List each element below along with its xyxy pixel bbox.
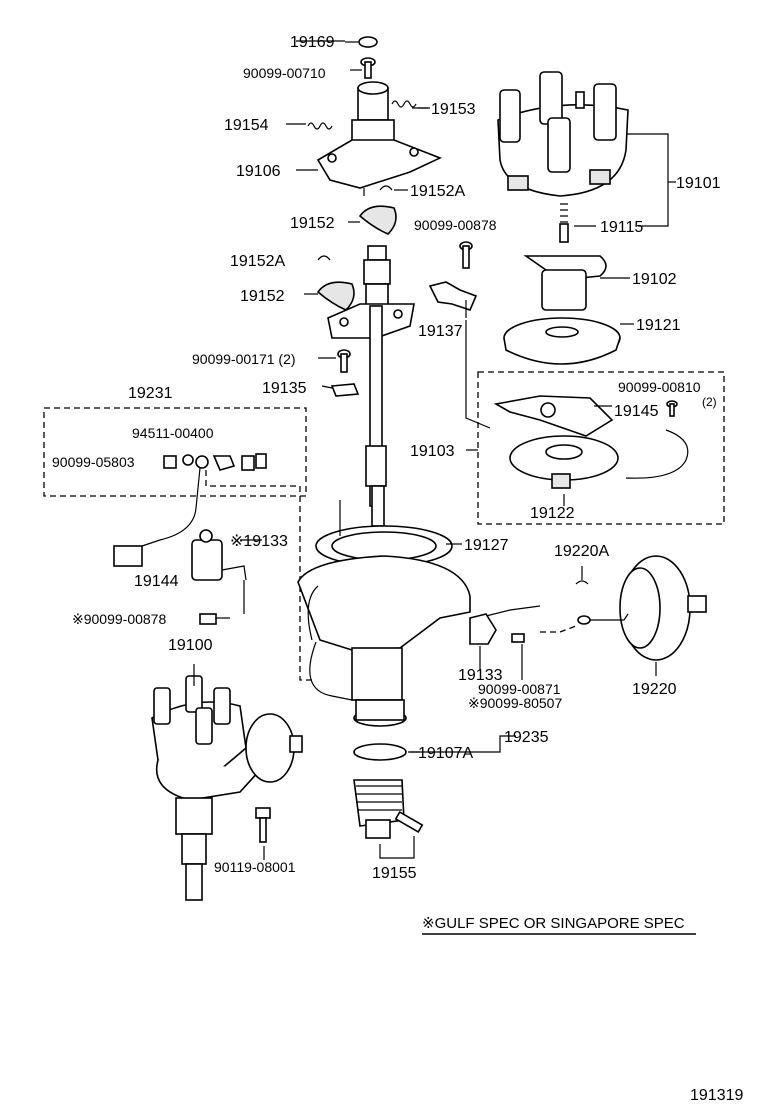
label-9011908001: 90119-08001 [214,859,296,875]
dust-cover-19121 [503,317,621,365]
label-9009900810: 90099-00810 [618,379,701,395]
label-19152a-mid: 19152A [230,253,285,270]
spec-note: ※GULF SPEC OR SINGAPORE SPEC [422,915,685,932]
weight-19152-top [358,205,397,235]
breaker-plate-19145 [493,395,614,437]
label-19137: 19137 [418,323,463,340]
governor-shaft-main [327,245,415,527]
label-19102: 19102 [632,271,677,288]
plate-19135 [330,383,360,397]
label-9009900871: 90099-00871 [478,681,561,697]
o-ring-19107a [353,743,407,761]
clip-19152a-mid [317,255,331,261]
distributor-assembly-19100 [151,675,303,901]
screw-9009900878-left [199,613,217,625]
screw-9009900810 [666,400,678,417]
washer-9451100400 [182,454,194,466]
weight-19152-mid [316,281,355,311]
label-19135: 19135 [262,380,307,397]
screw-9009900171 [337,349,351,373]
label-9009900810-qty: (2) [702,395,717,409]
rotor-19102 [523,255,607,311]
gear-19155 [353,779,424,839]
label-9009900878-left: ※90099-00878 [72,611,166,627]
label-19145: 19145 [614,403,659,420]
label-19127: 19127 [464,537,509,554]
label-19106: 19106 [236,163,281,180]
spring-19153 [391,100,417,108]
figure-number: 191319 [690,1087,743,1104]
label-9009980507: ※90099-80507 [468,695,562,711]
vacuum-advancer-19220 [577,555,707,661]
clamp-19137 [428,281,478,311]
terminal-set [195,453,267,471]
label-19144: 19144 [134,573,179,590]
clip-19152a-top [379,185,393,191]
condenser-19144 [113,467,247,581]
label-19235: 19235 [504,729,549,746]
label-19122: 19122 [530,505,575,522]
label-19220a: 19220A [554,543,609,560]
label-19133-left: ※19133 [230,533,288,550]
label-19103: 19103 [410,443,455,460]
label-9009900878: 90099-00878 [414,217,497,233]
clip-19220a [575,580,589,585]
plate-19122 [509,435,619,489]
label-19154: 19154 [224,117,269,134]
label-9009905803: 90099-05803 [52,454,135,470]
sensor-19133 [469,613,497,645]
label-19107a: 19107A [418,745,473,762]
label-19121: 19121 [636,317,681,334]
label-19100: 19100 [168,637,213,654]
spring-19154 [307,122,333,130]
label-19153: 19153 [431,101,476,118]
label-19152-mid: 19152 [240,288,285,305]
label-19133-mid: 19133 [458,667,503,684]
breaker-assembly-box [477,371,725,525]
label-19115: 19115 [600,219,643,236]
label-19220: 19220 [632,681,677,698]
screw-9009900871 [511,633,525,643]
condenser-kit-box [43,407,307,497]
label-9009900710: 90099-00710 [243,65,326,81]
distributor-cap-19101 [497,71,629,197]
distributor-housing [297,525,471,727]
label-19155: 19155 [372,865,417,882]
screw-9009900878 [459,241,473,269]
nut-19169 [345,36,378,48]
label-19152-top: 19152 [290,215,335,232]
nut-9009905803 [163,455,177,469]
carbon-19115 [559,203,569,243]
governor-shaft-19106 [316,81,443,189]
label-9451100400: 94511-00400 [132,425,214,441]
bolt-9011908001 [255,807,271,843]
label-19152a-top: 19152A [410,183,465,200]
label-19231: 19231 [128,385,173,402]
screw-9009900710 [350,57,376,79]
label-19101: 19101 [676,175,721,192]
label-19169: 19169 [290,34,335,51]
label-9009900171: 90099-00171 (2) [192,351,296,367]
